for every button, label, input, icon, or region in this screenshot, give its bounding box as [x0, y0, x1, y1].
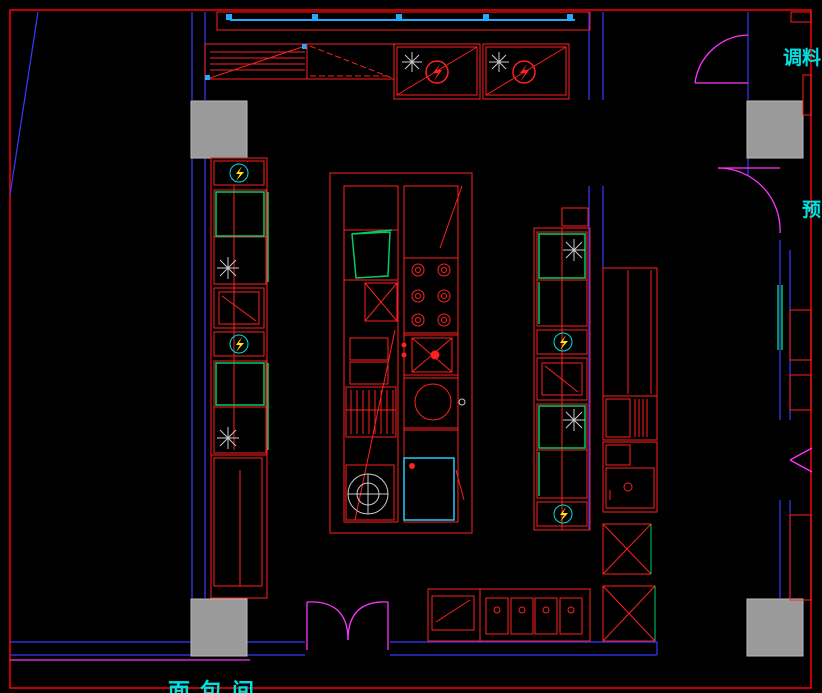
snowflake-icon: [563, 239, 585, 261]
right-symbols: [553, 239, 585, 524]
kettle: [347, 473, 389, 515]
left-symbols: [217, 163, 249, 449]
structural-columns: [190, 100, 804, 657]
walls: [9, 11, 791, 656]
snowflake-icon: [489, 52, 509, 72]
lightning-icon: [553, 332, 573, 352]
snowflake-icon: [563, 409, 585, 431]
drawing-border: [9, 9, 812, 689]
lightning-icon: [512, 60, 536, 84]
griddle: [401, 337, 453, 373]
door-swing-icon: [694, 34, 749, 84]
snowflake-icon: [402, 52, 422, 72]
island-details: [347, 229, 466, 521]
column: [190, 100, 248, 159]
room-label-bakery: 面包间: [168, 679, 264, 693]
column: [190, 598, 248, 657]
snowflake-icon: [217, 257, 239, 279]
burner-icon: [411, 263, 451, 327]
snowflake-icon: [217, 427, 239, 449]
column: [746, 598, 804, 657]
lightning-icon: [229, 163, 249, 183]
door-swing-icon: [717, 167, 781, 234]
left-counter-column: [210, 157, 268, 599]
top-counter-row: [204, 11, 591, 100]
right-cooler-panels: [538, 233, 586, 496]
lightning-icon: [229, 334, 249, 354]
central-cooking-island: [329, 172, 473, 534]
lightning-icon: [425, 60, 449, 84]
right-counter-column: [533, 207, 591, 531]
bottom-counter: [427, 588, 591, 642]
lightning-icon: [553, 504, 573, 524]
door-swing-icon: [347, 601, 389, 641]
cabinet: [403, 457, 455, 521]
right-room-fragments: [777, 11, 812, 601]
door-swing-icon: [789, 447, 813, 473]
top-fridge-symbols: [402, 52, 536, 84]
column: [746, 100, 804, 159]
sink-tub: [351, 231, 391, 279]
left-cooler-panels: [215, 191, 269, 450]
far-right-equipment: [602, 267, 658, 642]
door-swing-icon: [306, 601, 349, 641]
room-label-seasoning: 调料: [783, 46, 821, 69]
wok-range: [414, 383, 466, 421]
room-label-prep: 预: [802, 199, 821, 221]
doors: [10, 34, 813, 661]
